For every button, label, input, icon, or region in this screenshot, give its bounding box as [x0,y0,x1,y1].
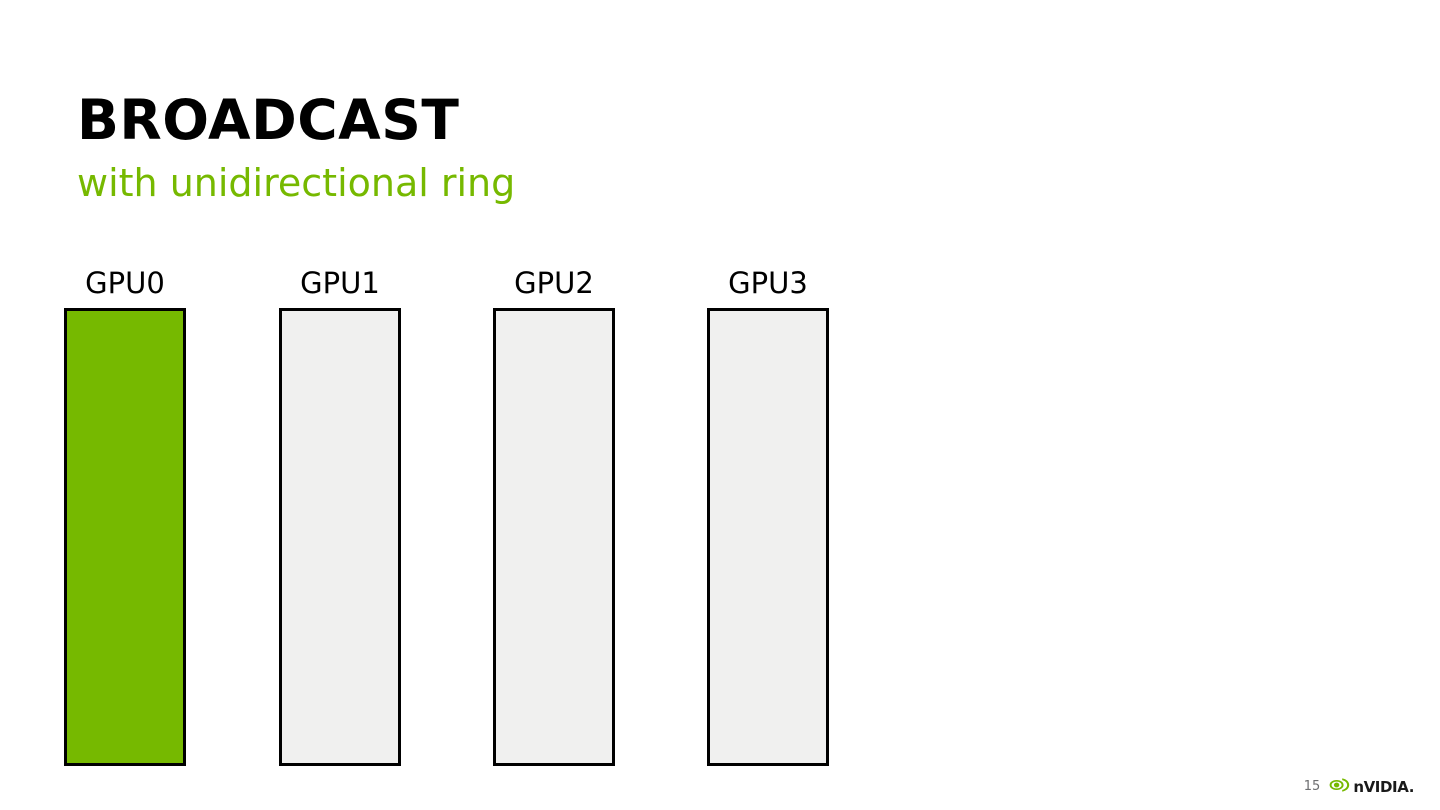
gpu-buffer-bar-2 [493,308,615,766]
page-title: BROADCAST [77,88,460,152]
gpu-label-1: GPU1 [300,266,380,300]
gpu-column-3: GPU3 [707,266,829,771]
gpu-label-3: GPU3 [728,266,808,300]
gpu-buffer-bar-3 [707,308,829,766]
nvidia-wordmark: nVIDIA. [1353,777,1414,796]
slide-footer: 15 nVIDIA. [1304,777,1414,797]
gpu-diagram: GPU0 GPU1 GPU2 GPU3 [64,266,864,771]
slide-number: 15 [1303,779,1321,794]
gpu-column-1: GPU1 [279,266,401,771]
title-block: BROADCAST with unidirectional ring [77,88,977,206]
gpu-column-0: GPU0 [64,266,186,771]
gpu-column-2: GPU2 [493,266,615,771]
nvidia-eye-icon [1328,777,1350,797]
nvidia-logo: nVIDIA. [1328,777,1414,797]
gpu-label-2: GPU2 [514,266,594,300]
page-subtitle: with unidirectional ring [77,161,516,205]
gpu-buffer-bar-0 [64,308,186,766]
gpu-buffer-bar-1 [279,308,401,766]
gpu-label-0: GPU0 [85,266,165,300]
